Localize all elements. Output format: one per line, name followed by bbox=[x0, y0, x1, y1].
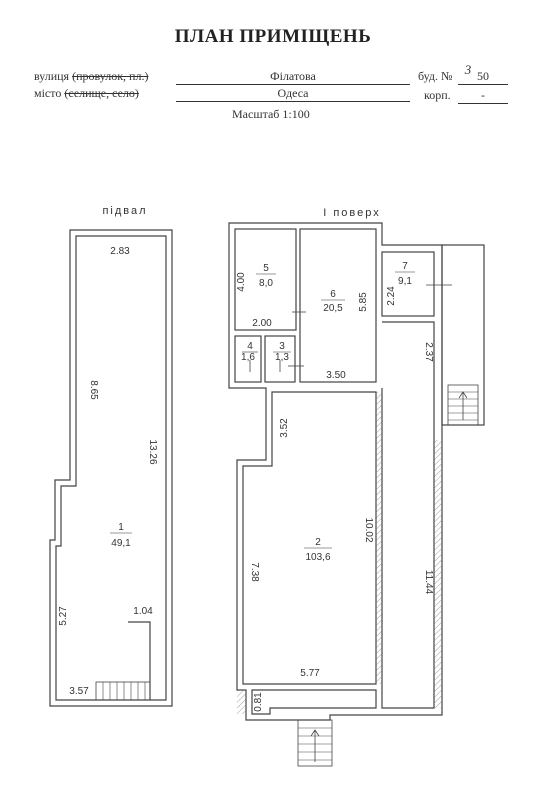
dim-room2-width: 5.77 bbox=[300, 668, 320, 679]
basement-plan bbox=[49, 229, 173, 707]
room-6-number: 6 bbox=[330, 289, 336, 300]
dim-basement-step: 1.04 bbox=[133, 606, 153, 617]
room-2-area: 103,6 bbox=[305, 552, 330, 563]
room-5-number: 5 bbox=[263, 263, 269, 274]
room-4-number: 4 bbox=[247, 341, 253, 352]
room-2-number: 2 bbox=[315, 537, 321, 548]
city-value: Одеса bbox=[176, 86, 410, 102]
room-3-number: 3 bbox=[279, 341, 285, 352]
corridor-walls bbox=[381, 321, 435, 709]
floor-title: І поверх bbox=[323, 207, 381, 219]
basement-stairs bbox=[95, 681, 151, 701]
dim-basement-bottom: 3.57 bbox=[69, 686, 89, 697]
dim-corridor-long: 11.44 bbox=[423, 570, 434, 595]
first-floor-plan bbox=[228, 222, 485, 767]
right-stairs bbox=[447, 384, 479, 426]
dim-basement-left: 8.65 bbox=[88, 380, 99, 400]
basement-title: підвал bbox=[102, 205, 147, 217]
city-label: місто (селище, село) bbox=[34, 86, 139, 101]
floor-outer-wall bbox=[228, 222, 443, 721]
room-4-area: 1,6 bbox=[241, 352, 255, 363]
dim-room2-height: 10.02 bbox=[363, 517, 374, 542]
dim-basement-top: 2.83 bbox=[110, 246, 130, 257]
dim-room5-width: 2.00 bbox=[252, 318, 272, 329]
dim-room6-width: 3.50 bbox=[326, 370, 346, 381]
room-1-number: 1 bbox=[118, 522, 124, 533]
scale-label: Масштаб 1:100 bbox=[232, 107, 310, 121]
dim-entrance: 0.81 bbox=[253, 692, 264, 712]
corpus-label: корп. bbox=[424, 88, 451, 102]
bottom-stairs bbox=[297, 719, 333, 767]
dim-room6-height: 5.85 bbox=[358, 292, 369, 312]
basement-outer-wall bbox=[49, 229, 173, 707]
street-value: Філатова bbox=[176, 69, 410, 85]
dim-room7-height: 2.24 bbox=[386, 286, 397, 306]
city-label-struck: (селище, село) bbox=[64, 86, 139, 100]
city-label-text: місто bbox=[34, 86, 62, 100]
room-5-area: 8,0 bbox=[259, 278, 273, 289]
room-3-walls bbox=[264, 335, 296, 383]
building-prefix-handwritten: 3 bbox=[464, 62, 472, 77]
basement-step-partition bbox=[128, 621, 151, 700]
building-label: буд. № bbox=[418, 69, 453, 83]
dim-basement-inner: 13.26 bbox=[147, 439, 158, 464]
street-label-text: вулиця bbox=[34, 69, 70, 83]
room-1-area: 49,1 bbox=[111, 538, 131, 549]
room-5-walls bbox=[234, 228, 297, 331]
dim-room2-top: 3.52 bbox=[279, 418, 290, 438]
room-4-walls bbox=[234, 335, 262, 383]
dim-basement-lower: 5.27 bbox=[58, 606, 69, 626]
corpus-value: - bbox=[458, 88, 508, 104]
room-6-area: 20,5 bbox=[323, 303, 343, 314]
dim-room2-left: 7.38 bbox=[249, 562, 260, 582]
wall-hatch-right bbox=[376, 392, 382, 684]
wall-hatch-entrance bbox=[237, 690, 246, 714]
entrance-area bbox=[251, 689, 377, 715]
street-label: вулиця (провулок, пл.) bbox=[34, 69, 148, 84]
room-2-walls bbox=[242, 391, 377, 685]
room-7-number: 7 bbox=[402, 261, 408, 272]
building-value: 50 bbox=[458, 69, 508, 85]
wall-hatch-outer bbox=[434, 440, 442, 708]
page-title: ПЛАН ПРИМІЩЕНЬ bbox=[174, 26, 372, 47]
dim-room5-height: 4.00 bbox=[236, 272, 247, 292]
room-3-area: 1,3 bbox=[275, 352, 289, 363]
street-label-struck: (провулок, пл.) bbox=[72, 69, 149, 83]
basement-inner-wall bbox=[55, 235, 167, 701]
dim-corridor: 2.37 bbox=[423, 342, 434, 362]
room-7-area: 9,1 bbox=[398, 276, 412, 287]
room-6-walls bbox=[299, 228, 377, 383]
room-7-walls bbox=[381, 251, 435, 317]
